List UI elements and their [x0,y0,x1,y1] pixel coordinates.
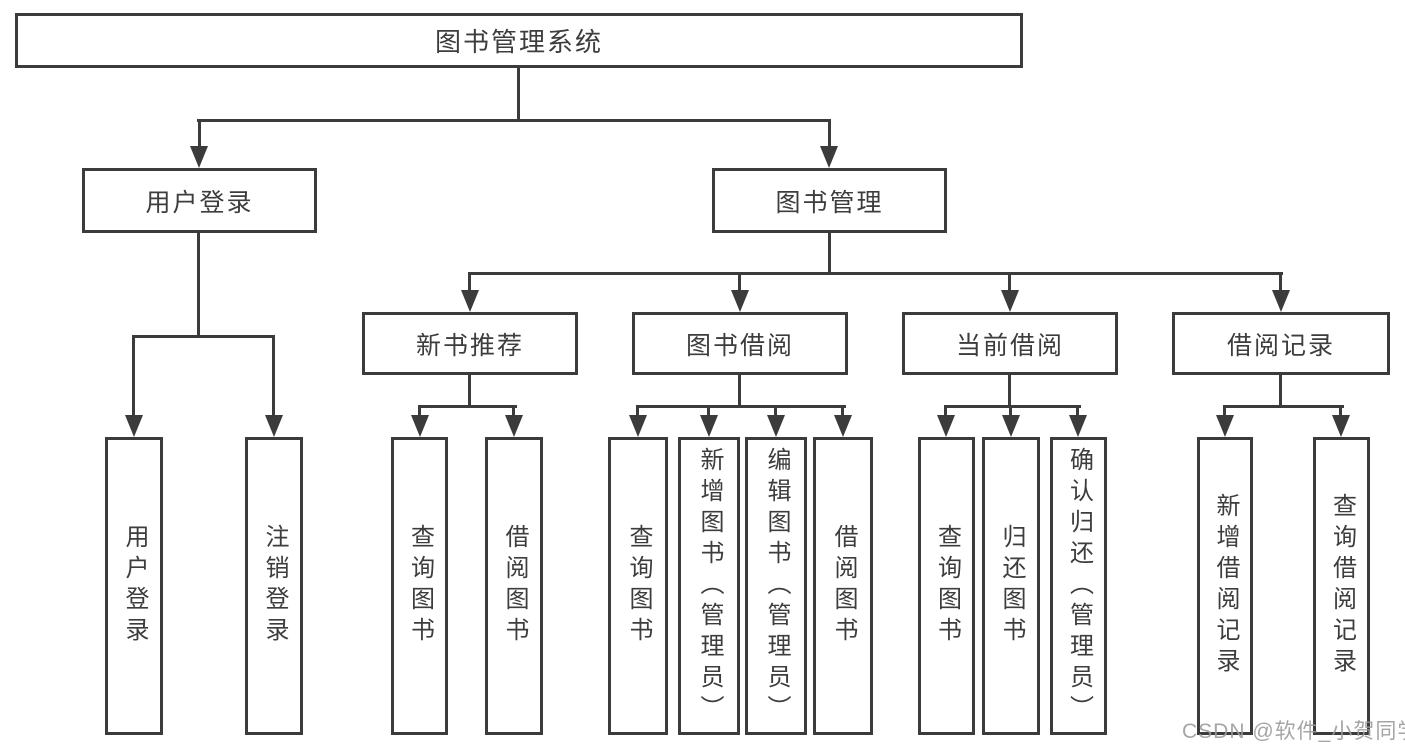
arrow-down-icon [411,415,429,437]
leaf-add-borrow-record: 新增借阅记录 [1197,437,1253,735]
node-book-management: 图书管理 [712,168,947,233]
connector-line [132,335,275,338]
leaf-query-borrow-record: 查询借阅记录 [1313,437,1370,735]
leaf-confirm-return-admin-label: 确认归还（管理员） [1065,446,1093,726]
connector-line [738,375,741,405]
arrow-down-icon [1002,415,1020,437]
connector-line [132,335,135,415]
arrow-down-icon [629,415,647,437]
leaf-return-books: 归还图书 [982,437,1040,735]
arrow-down-icon [461,290,479,312]
arrow-down-icon [1069,415,1087,437]
connector-line [1223,405,1226,415]
connector-line [707,405,710,415]
leaf-borrow-books-label: 借阅图书 [830,524,857,648]
connector-line [944,405,947,415]
leaf-recommend-borrow-books-label: 借阅图书 [501,524,528,648]
leaf-confirm-return-admin: 确认归还（管理员） [1050,437,1107,735]
connector-line [1076,405,1079,415]
leaf-current-query-books: 查询图书 [918,437,975,735]
arrow-down-icon [505,415,523,437]
node-book-management-label: 图书管理 [775,188,884,217]
node-new-book-recommend: 新书推荐 [362,312,578,375]
node-book-borrow: 图书借阅 [632,312,848,375]
connector-line [1279,272,1282,290]
node-book-borrow-label: 图书借阅 [685,331,794,360]
arrow-down-icon [700,415,718,437]
leaf-logout-label: 注销登录 [261,524,288,648]
arrow-down-icon [190,146,208,168]
leaf-edit-books-admin: 编辑图书（管理员） [745,437,807,735]
leaf-recommend-query-books: 查询图书 [391,437,448,735]
leaf-return-books-label: 归还图书 [998,524,1025,648]
arrow-down-icon [265,415,283,437]
leaf-current-query-books-label: 查询图书 [933,524,961,648]
connector-line [1279,375,1282,405]
leaf-user-login: 用户登录 [105,437,163,735]
leaf-borrow-query-books: 查询图书 [608,437,668,735]
arrow-down-icon [767,415,785,437]
arrow-down-icon [937,415,955,437]
connector-line [828,119,831,146]
connector-line [828,233,831,272]
connector-line [738,272,741,290]
connector-line [197,119,831,122]
connector-line [468,272,471,290]
node-user-login-label: 用户登录 [145,188,254,217]
connector-line [197,233,200,335]
node-borrow-records: 借阅记录 [1172,312,1390,375]
node-current-borrow-label: 当前借阅 [955,331,1064,360]
connector-line [272,335,275,415]
arrow-down-icon [125,415,143,437]
leaf-borrow-books: 借阅图书 [813,437,873,735]
connector-line [512,405,515,415]
connector-line [468,272,1283,275]
connector-line [636,405,846,408]
connector-line [774,405,777,415]
csdn-watermark: CSDN @软件_小贺同学 [1182,720,1405,743]
arrow-down-icon [834,415,852,437]
connector-line [1008,375,1011,405]
connector-line [517,68,520,119]
arrow-down-icon [820,146,838,168]
leaf-add-books-admin-label: 新增图书（管理员） [696,446,723,726]
connector-line [198,119,201,146]
node-new-book-recommend-label: 新书推荐 [415,331,524,360]
leaf-borrow-query-books-label: 查询图书 [625,524,652,648]
leaf-recommend-query-books-label: 查询图书 [406,524,434,648]
connector-line [418,405,517,408]
connector-line [841,405,844,415]
arrow-down-icon [731,290,749,312]
connector-line [944,405,1081,408]
arrow-down-icon [1001,290,1019,312]
leaf-recommend-borrow-books: 借阅图书 [485,437,543,735]
connector-line [636,405,639,415]
arrow-down-icon [1272,290,1290,312]
node-root-label: 图书管理系统 [434,27,603,57]
arrow-down-icon [1332,415,1350,437]
arrow-down-icon [1216,415,1234,437]
leaf-logout: 注销登录 [245,437,303,735]
leaf-add-borrow-record-label: 新增借阅记录 [1212,493,1239,679]
node-borrow-records-label: 借阅记录 [1226,331,1335,360]
node-user-login: 用户登录 [82,168,317,233]
connector-line [1009,405,1012,415]
connector-line [1339,405,1342,415]
connector-line [1223,405,1344,408]
connector-line [468,375,471,405]
leaf-user-login-label: 用户登录 [121,524,148,648]
leaf-query-borrow-record-label: 查询借阅记录 [1328,493,1356,679]
connector-line [1008,272,1011,290]
node-current-borrow: 当前借阅 [902,312,1118,375]
leaf-edit-books-admin-label: 编辑图书（管理员） [763,446,790,726]
connector-line [418,405,421,415]
node-root: 图书管理系统 [15,13,1023,68]
leaf-add-books-admin: 新增图书（管理员） [678,437,740,735]
